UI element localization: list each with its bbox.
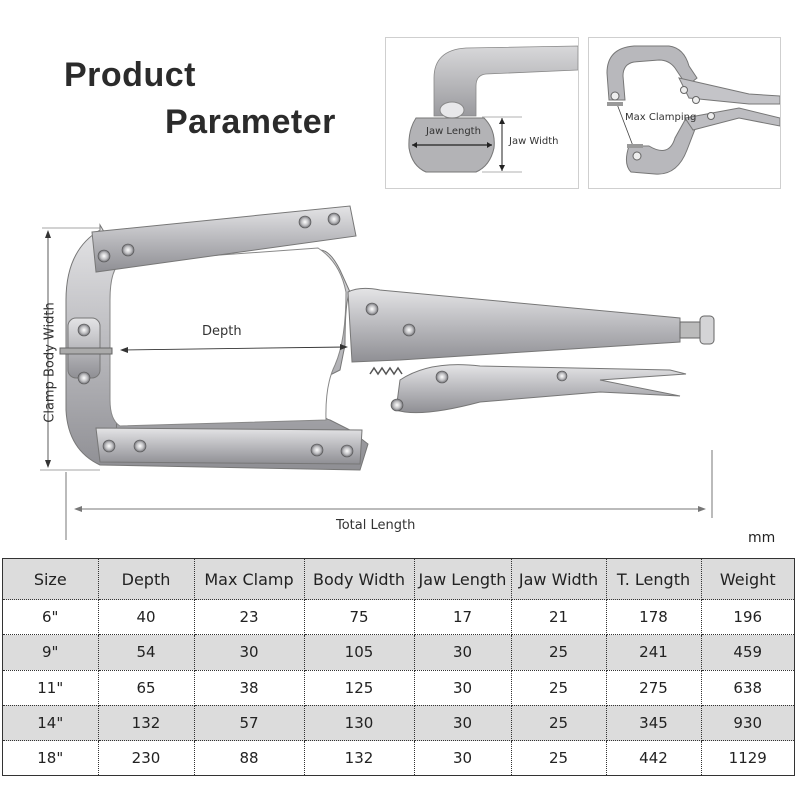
header-weight: Weight: [701, 559, 794, 600]
max-clamping-label: Max Clamping: [625, 112, 697, 123]
unit-label: mm: [748, 530, 776, 546]
table-row: 14" 132 57 130 30 25 345 930: [3, 705, 794, 742]
cell-body-width: 75: [304, 599, 415, 636]
cell-depth: 65: [98, 670, 195, 706]
cell-jaw-width: 25: [511, 634, 607, 671]
total-length-label: Total Length: [336, 518, 416, 533]
cell-max-clamp: 57: [194, 705, 305, 742]
depth-label: Depth: [202, 324, 242, 339]
cell-total-length: 275: [606, 670, 702, 706]
cell-max-clamp: 30: [194, 634, 305, 671]
cell-weight: 196: [701, 599, 794, 636]
cell-jaw-width: 25: [511, 740, 607, 775]
jaw-length-label: Jaw Length: [426, 126, 481, 137]
cell-jaw-length: 30: [414, 634, 512, 671]
jaw-width-label: Jaw Width: [509, 136, 559, 147]
table-header-row: Size Depth Max Clamp Body Width Jaw Leng…: [3, 559, 794, 600]
title-line-2: Parameter: [165, 103, 336, 141]
cell-weight: 930: [701, 705, 794, 742]
cell-body-width: 125: [304, 670, 415, 706]
clamp-open-illustration: [606, 45, 780, 175]
cell-body-width: 105: [304, 634, 415, 671]
cell-total-length: 442: [606, 740, 702, 775]
body-width-label: Clamp Body Width: [42, 302, 58, 423]
cell-total-length: 241: [606, 634, 702, 671]
jaw-detail-image: Jaw Length Jaw Width: [385, 37, 579, 189]
cell-depth: 132: [98, 705, 195, 742]
cell-weight: 638: [701, 670, 794, 706]
cell-size: 14": [3, 705, 99, 742]
header-total-length: T. Length: [606, 559, 702, 600]
cell-jaw-length: 30: [414, 670, 512, 706]
table-row: 11" 65 38 125 30 25 275 638: [3, 670, 794, 706]
cell-max-clamp: 88: [194, 740, 305, 775]
title-line-1: Product: [64, 56, 196, 94]
cell-jaw-length: 30: [414, 740, 512, 775]
header-body-width: Body Width: [304, 559, 415, 600]
table-row: 18" 230 88 132 30 25 442 1129: [3, 740, 794, 775]
cell-depth: 230: [98, 740, 195, 775]
header-jaw-length: Jaw Length: [414, 559, 512, 600]
cell-jaw-width: 25: [511, 705, 607, 742]
cell-jaw-width: 25: [511, 670, 607, 706]
cell-body-width: 130: [304, 705, 415, 742]
header-max-clamp: Max Clamp: [194, 559, 305, 600]
cell-depth: 54: [98, 634, 195, 671]
cell-size: 18": [3, 740, 99, 775]
cell-size: 9": [3, 634, 99, 671]
clamp-diagram: Clamp Body Width Depth Total Length: [0, 190, 800, 550]
cell-weight: 1129: [701, 740, 794, 775]
cell-depth: 40: [98, 599, 195, 636]
cell-max-clamp: 38: [194, 670, 305, 706]
header-depth: Depth: [98, 559, 195, 600]
cell-size: 6": [3, 599, 99, 636]
cell-total-length: 345: [606, 705, 702, 742]
max-clamping-detail-image: Max Clamping: [588, 37, 781, 189]
header-jaw-width: Jaw Width: [511, 559, 607, 600]
table-row: 6" 40 23 75 17 21 178 196: [3, 599, 794, 636]
cell-jaw-width: 21: [511, 599, 607, 636]
jaw-illustration: [408, 45, 578, 173]
locking-c-clamp-illustration: [40, 205, 715, 540]
cell-body-width: 132: [304, 740, 415, 775]
cell-size: 11": [3, 670, 99, 706]
header-size: Size: [3, 559, 99, 600]
table-row: 9" 54 30 105 30 25 241 459: [3, 634, 794, 671]
cell-jaw-length: 30: [414, 705, 512, 742]
cell-weight: 459: [701, 634, 794, 671]
cell-max-clamp: 23: [194, 599, 305, 636]
cell-jaw-length: 17: [414, 599, 512, 636]
spec-table: Size Depth Max Clamp Body Width Jaw Leng…: [2, 558, 795, 776]
cell-total-length: 178: [606, 599, 702, 636]
